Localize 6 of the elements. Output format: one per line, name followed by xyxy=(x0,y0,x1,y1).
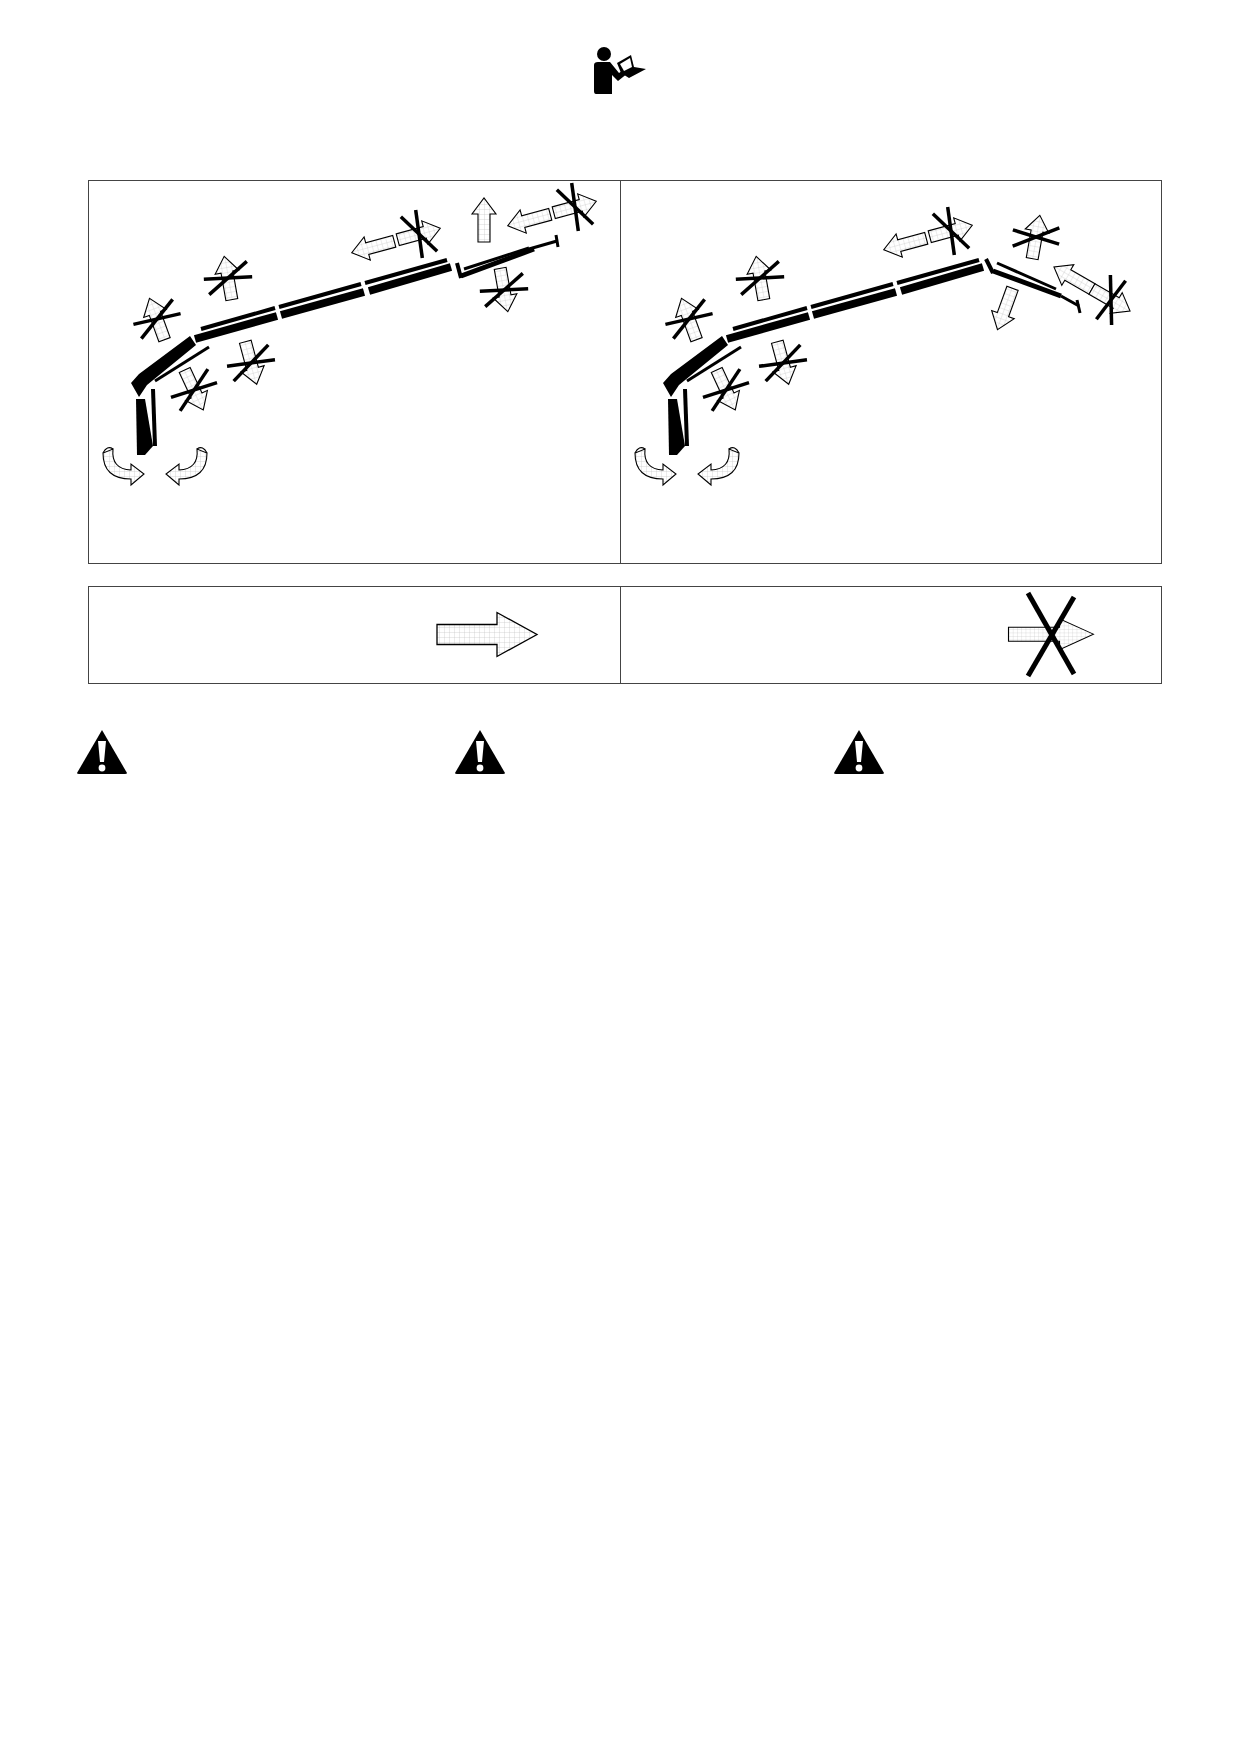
panel-frame xyxy=(620,586,1162,684)
panel-frame xyxy=(88,180,621,564)
crane-drawing xyxy=(102,182,598,486)
panel-frame xyxy=(620,180,1162,564)
crane-drawing xyxy=(634,206,1131,486)
panel-frame xyxy=(88,586,621,684)
